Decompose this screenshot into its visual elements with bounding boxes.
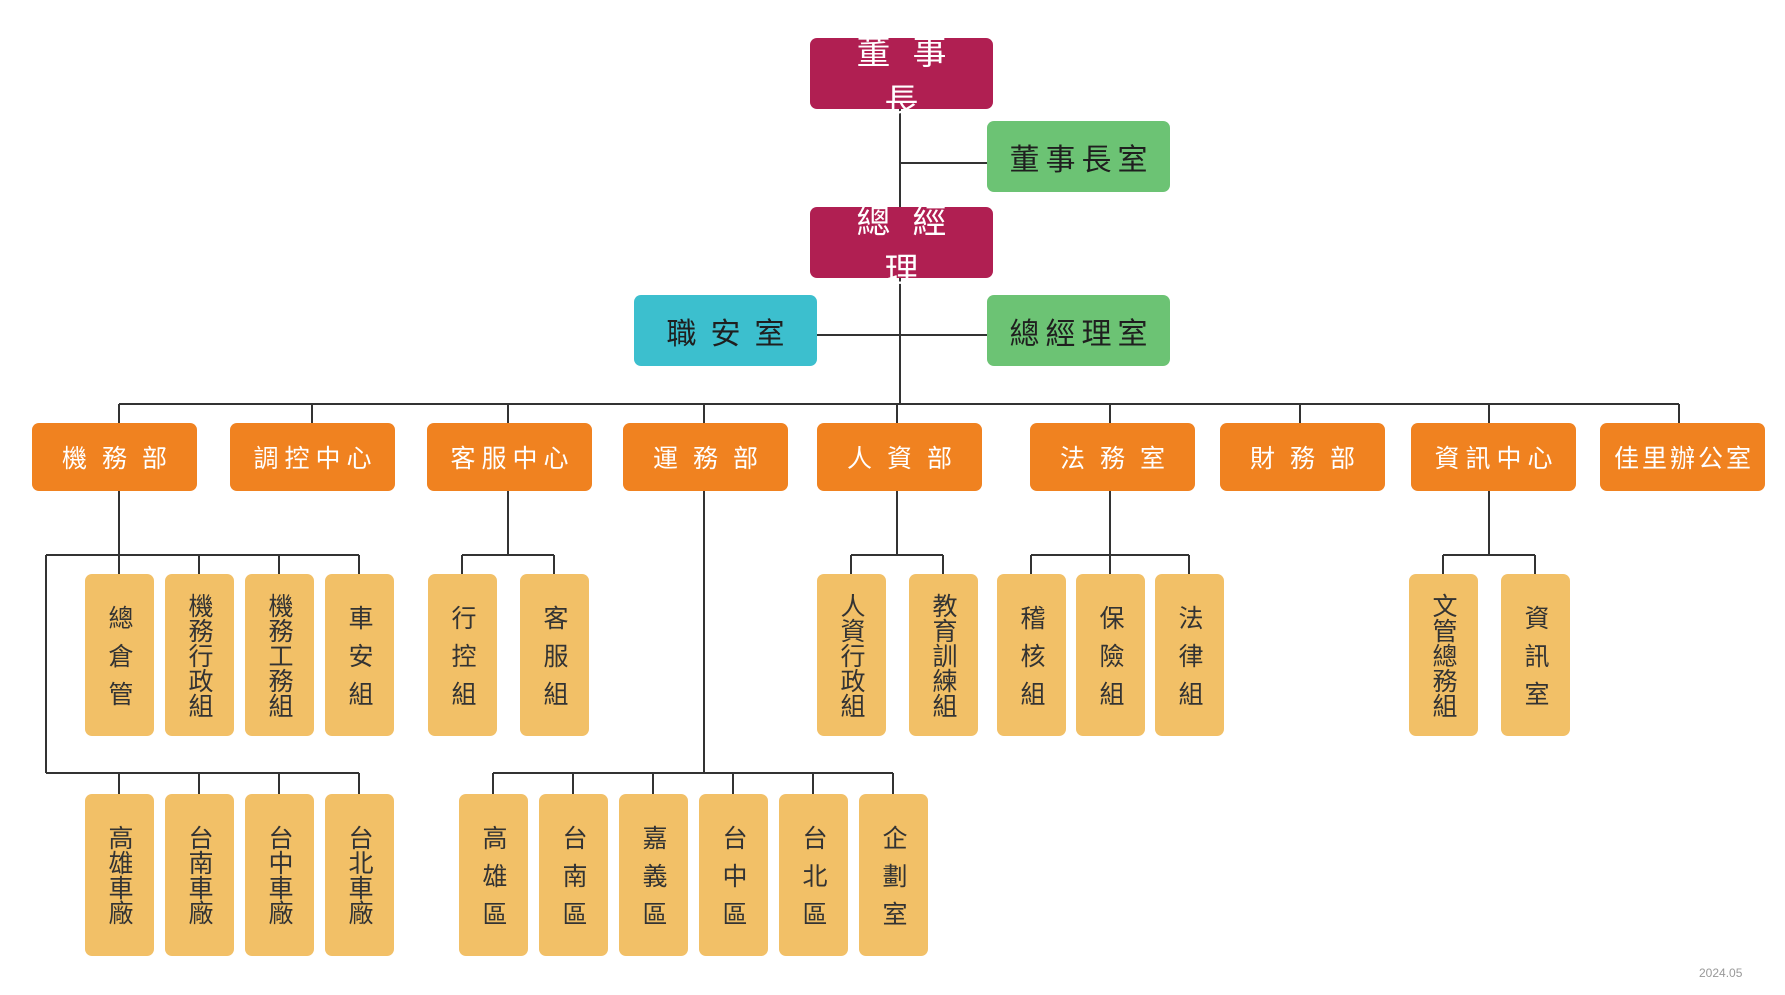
dept-finance: 財務部	[1220, 423, 1385, 491]
general-manager-box: 總經理	[810, 202, 993, 291]
gm-office-box: 總經理室	[987, 295, 1170, 366]
unit-it: 文管總務組	[1409, 574, 1478, 736]
dept-operations: 運務部	[623, 423, 788, 491]
unit-label: 高雄區	[479, 824, 508, 939]
unit-label: 高雄車廠	[105, 825, 134, 925]
unit-label: 稽核組	[1017, 604, 1046, 719]
dept-label: 法務室	[1059, 444, 1180, 473]
unit-legal: 保險組	[1076, 574, 1145, 736]
unit-label: 台北區	[799, 824, 828, 939]
unit-customer-service: 行控組	[428, 574, 497, 736]
chairman-office-label: 董事長室	[1009, 142, 1154, 178]
unit-maintenance: 機務工務組	[245, 574, 314, 736]
unit-depot: 高雄車廠	[85, 794, 154, 956]
gm-office-label: 總經理室	[1009, 316, 1154, 352]
unit-legal: 稽核組	[997, 574, 1066, 736]
unit-maintenance: 機務行政組	[165, 574, 234, 736]
unit-depot: 台南車廠	[165, 794, 234, 956]
unit-label: 台中車廠	[265, 825, 294, 925]
unit-label: 總倉管	[105, 604, 134, 719]
unit-label: 車安組	[345, 604, 374, 719]
unit-label: 企劃室	[879, 824, 908, 939]
dept-control-center: 調控中心	[230, 423, 395, 491]
unit-maintenance: 車安組	[325, 574, 394, 736]
unit-label: 文管總務組	[1429, 592, 1458, 718]
unit-customer-service: 客服組	[520, 574, 589, 736]
unit-label: 行控組	[448, 604, 477, 719]
dept-label: 人資部	[846, 444, 967, 473]
dept-label: 調控中心	[253, 444, 378, 473]
safety-office-box: 職安室	[634, 295, 817, 366]
dept-maintenance: 機務部	[32, 423, 197, 491]
chairman-label: 董事長	[856, 32, 969, 122]
dept-label: 財務部	[1249, 444, 1370, 473]
dept-it-center: 資訊中心	[1411, 423, 1576, 491]
unit-label: 台北車廠	[345, 825, 374, 925]
unit-label: 機務工務組	[265, 592, 294, 718]
unit-operations: 企劃室	[859, 794, 928, 956]
unit-legal: 法律組	[1155, 574, 1224, 736]
unit-label: 人資行政組	[837, 592, 866, 718]
unit-operations: 嘉義區	[619, 794, 688, 956]
unit-hr: 教育訓練組	[909, 574, 978, 736]
unit-label: 客服組	[540, 604, 569, 719]
unit-label: 台南車廠	[185, 825, 214, 925]
unit-depot: 台北車廠	[325, 794, 394, 956]
unit-label: 機務行政組	[185, 592, 214, 718]
dept-jiali-office: 佳里辦公室	[1600, 423, 1765, 491]
unit-depot: 台中車廠	[245, 794, 314, 956]
unit-operations: 台北區	[779, 794, 848, 956]
unit-operations: 高雄區	[459, 794, 528, 956]
unit-label: 台南區	[559, 824, 588, 939]
general-manager-label: 總經理	[856, 201, 969, 291]
unit-label: 資訊室	[1521, 604, 1550, 719]
dept-label: 運務部	[652, 444, 773, 473]
dept-legal: 法務室	[1030, 423, 1195, 491]
unit-operations: 台中區	[699, 794, 768, 956]
dept-label: 佳里辦公室	[1613, 444, 1754, 473]
unit-label: 教育訓練組	[929, 592, 958, 718]
footer-date: 2024.05	[1699, 966, 1743, 980]
unit-label: 台中區	[719, 824, 748, 939]
chairman-office-box: 董事長室	[987, 121, 1170, 192]
unit-label: 嘉義區	[639, 824, 668, 939]
chairman-box: 董事長	[810, 33, 993, 122]
unit-it: 資訊室	[1501, 574, 1570, 736]
dept-label: 機務部	[61, 444, 182, 473]
dept-customer-service: 客服中心	[427, 423, 592, 491]
unit-label: 保險組	[1096, 604, 1125, 719]
dept-label: 客服中心	[450, 444, 575, 473]
dept-hr: 人資部	[817, 423, 982, 491]
unit-label: 法律組	[1175, 604, 1204, 719]
unit-operations: 台南區	[539, 794, 608, 956]
unit-hr: 人資行政組	[817, 574, 886, 736]
dept-label: 資訊中心	[1434, 444, 1559, 473]
safety-office-label: 職安室	[666, 316, 799, 352]
unit-maintenance: 總倉管	[85, 574, 154, 736]
